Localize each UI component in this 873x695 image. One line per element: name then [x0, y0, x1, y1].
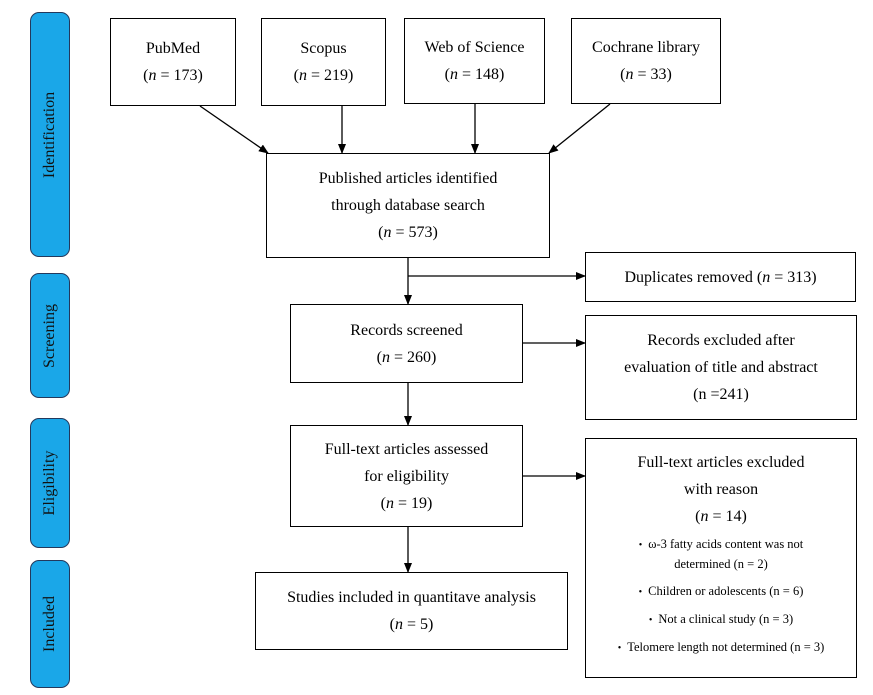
- eligibility-box: Full-text articles assessed for eligibil…: [290, 425, 523, 527]
- excluded-title-count: (n =241): [693, 386, 749, 403]
- source-pubmed: PubMed (n = 173): [110, 18, 236, 106]
- identified-count: (n = 573): [378, 224, 438, 241]
- excluded-fulltext-box: Full-text articles excluded with reason …: [585, 438, 857, 678]
- source-name: PubMed: [145, 40, 201, 57]
- eligibility-line2: for eligibility: [364, 467, 449, 485]
- phase-identification: Identification: [30, 12, 70, 257]
- screened-count: (n = 260): [376, 348, 437, 366]
- reason-item-continuation: determined (n = 2): [674, 557, 768, 571]
- screened-box: Records screened (n = 260): [290, 304, 523, 383]
- excluded-title-line2: evaluation of title and abstract: [624, 359, 818, 376]
- source-scopus: Scopus (n = 219): [261, 18, 386, 106]
- reason-item: Not a clinical study (n = 3): [618, 609, 825, 631]
- identified-line2: through database search: [331, 197, 485, 214]
- source-count: (n = 219): [293, 67, 354, 84]
- excluded-fulltext-count: (n = 14): [695, 508, 747, 525]
- identified-line1: Published articles identified: [318, 170, 498, 187]
- source-count: (n = 173): [143, 67, 203, 84]
- excluded-fulltext-line1: Full-text articles excluded: [637, 454, 805, 471]
- arrow-pubmed: [199, 105, 269, 154]
- phase-included: Included: [30, 560, 70, 688]
- identified-box: Published articles identified through da…: [266, 153, 550, 258]
- exclusion-reasons: ω-3 fatty acids content was not determin…: [618, 534, 825, 659]
- phase-screening: Screening: [30, 273, 70, 398]
- included-count: (n = 5): [389, 616, 434, 633]
- reason-item: Children or adolescents (n = 6): [618, 581, 825, 603]
- source-cochrane: Cochrane library (n = 33): [571, 18, 721, 104]
- excluded-fulltext-line2: with reason: [683, 481, 759, 498]
- eligibility-count: (n = 19): [380, 494, 433, 512]
- source-name: Web of Science: [424, 39, 525, 56]
- eligibility-line1: Full-text articles assessed: [324, 440, 489, 458]
- screened-label: Records screened: [350, 321, 463, 339]
- reason-item: ω-3 fatty acids content was not: [618, 534, 825, 556]
- source-count: (n = 148): [444, 66, 505, 83]
- reason-item: Telomere length not determined (n = 3): [618, 637, 824, 659]
- included-label: Studies included in quantitave analysis: [287, 589, 536, 606]
- arrow-cochrane: [548, 103, 611, 154]
- phase-eligibility: Eligibility: [30, 418, 70, 548]
- included-box: Studies included in quantitave analysis …: [255, 572, 568, 650]
- source-web-of-science: Web of Science (n = 148): [404, 18, 545, 104]
- excluded-title-line1: Records excluded after: [647, 332, 795, 349]
- source-name: Cochrane library: [592, 39, 700, 56]
- excluded-title-box: Records excluded after evaluation of tit…: [585, 315, 857, 420]
- duplicates-text: Duplicates removed (n = 313): [624, 268, 817, 286]
- source-count: (n = 33): [620, 66, 672, 83]
- duplicates-box: Duplicates removed (n = 313): [585, 252, 856, 302]
- source-name: Scopus: [300, 40, 347, 57]
